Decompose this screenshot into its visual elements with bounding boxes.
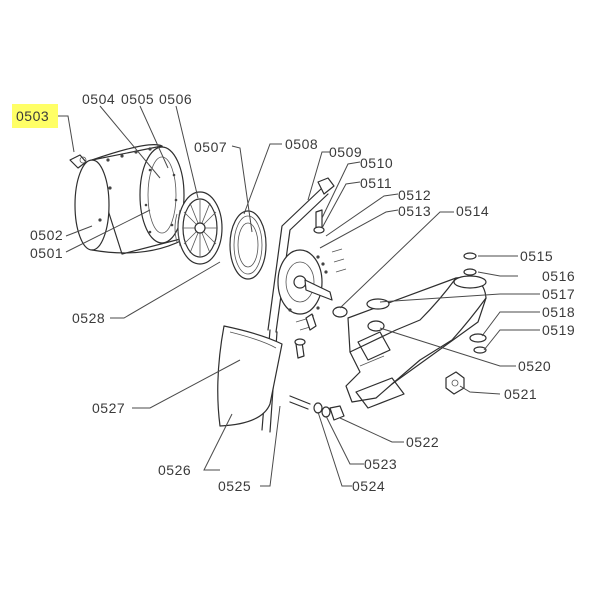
label-0503[interactable]: 0503 (16, 108, 49, 124)
drum-housing (74, 144, 193, 255)
label-0520[interactable]: 0520 (518, 358, 551, 374)
elbow-fitting (69, 154, 87, 169)
label-0510[interactable]: 0510 (360, 155, 393, 171)
label-0527[interactable]: 0527 (92, 400, 125, 416)
label-0525[interactable]: 0525 (218, 478, 251, 494)
label-0505[interactable]: 0505 (121, 91, 154, 107)
label-0504[interactable]: 0504 (82, 91, 115, 107)
label-0509[interactable]: 0509 (329, 144, 362, 160)
shaft-fittings (289, 313, 345, 421)
part-highlight (12, 104, 58, 128)
part-labels: 0503 0504 0505 0506 0502 0501 0507 0508 … (16, 91, 575, 494)
label-0502[interactable]: 0502 (30, 227, 63, 243)
label-0517[interactable]: 0517 (542, 286, 575, 302)
label-0506[interactable]: 0506 (159, 91, 192, 107)
motor-plate (277, 209, 347, 331)
impeller-wheel (174, 191, 223, 265)
label-0512[interactable]: 0512 (398, 187, 431, 203)
label-0518[interactable]: 0518 (542, 304, 575, 320)
label-0511[interactable]: 0511 (360, 175, 392, 191)
blade-shoe (217, 325, 283, 427)
label-0521[interactable]: 0521 (504, 386, 537, 402)
o-rings (463, 252, 487, 354)
o-ring-small (332, 306, 348, 318)
gasket-ring (229, 210, 267, 280)
label-0513[interactable]: 0513 (398, 203, 431, 219)
label-0515[interactable]: 0515 (520, 248, 553, 264)
label-0514[interactable]: 0514 (456, 203, 489, 219)
label-0519[interactable]: 0519 (542, 322, 575, 338)
leader-lines (58, 105, 540, 487)
nozzle-body (345, 275, 487, 409)
label-0528[interactable]: 0528 (72, 310, 105, 326)
label-0508[interactable]: 0508 (285, 136, 318, 152)
label-0523[interactable]: 0523 (364, 456, 397, 472)
label-0526[interactable]: 0526 (158, 462, 191, 478)
label-0507[interactable]: 0507 (194, 139, 227, 155)
label-0524[interactable]: 0524 (352, 478, 385, 494)
label-0501[interactable]: 0501 (30, 245, 63, 261)
label-0516[interactable]: 0516 (542, 268, 575, 284)
hex-nut (445, 371, 465, 395)
label-0522[interactable]: 0522 (406, 434, 439, 450)
